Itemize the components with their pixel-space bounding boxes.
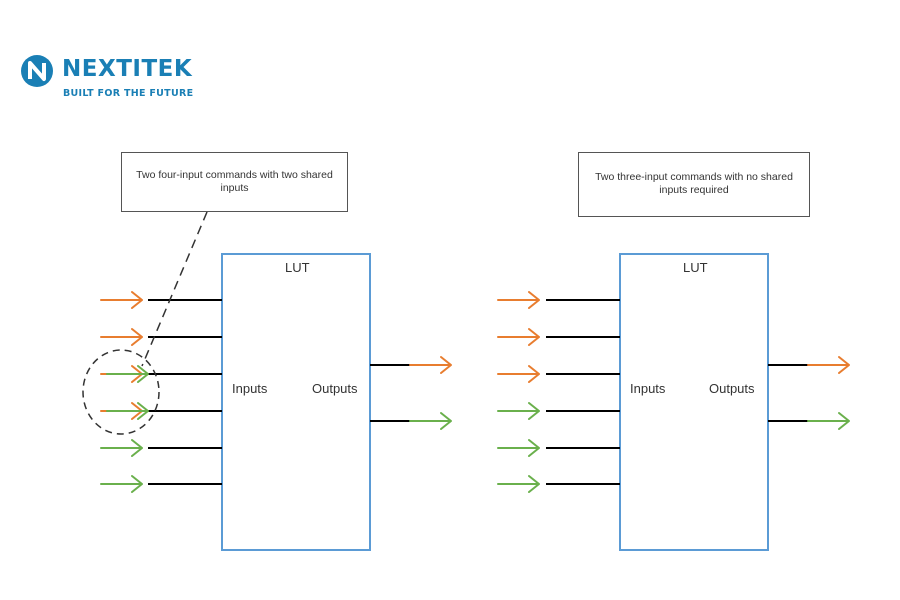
callout-leader-line xyxy=(141,211,208,367)
left-inputs-label: Inputs xyxy=(232,381,268,396)
output-arrow-green xyxy=(807,412,850,430)
output-arrow-orange xyxy=(807,356,850,374)
right-outputs-label: Outputs xyxy=(709,381,755,396)
input-arrow-orange xyxy=(497,365,540,383)
lut-box xyxy=(619,253,769,551)
left-lut-title: LUT xyxy=(285,260,310,275)
logo-wordmark: NEXTITEK xyxy=(62,56,193,82)
input-arrow-orange xyxy=(497,328,540,346)
right-inputs-label: Inputs xyxy=(630,381,666,396)
shared-inputs-highlight xyxy=(82,349,160,435)
lut-box xyxy=(221,253,371,551)
input-arrow-orange xyxy=(100,291,143,309)
output-arrow-green xyxy=(409,412,452,430)
shared-input-arrow-green xyxy=(106,365,149,383)
right-lut-title: LUT xyxy=(683,260,708,275)
right-callout: Two three-input commands with no shared … xyxy=(578,152,810,217)
input-arrow-green xyxy=(100,475,143,493)
logo-tagline: BUILT FOR THE FUTURE xyxy=(63,88,194,99)
input-arrow-green xyxy=(100,439,143,457)
nextitek-n-icon xyxy=(21,55,53,87)
input-arrow-green xyxy=(497,439,540,457)
shared-input-arrow-green xyxy=(106,402,149,420)
left-callout: Two four-input commands with two shared … xyxy=(121,152,348,212)
input-arrow-orange xyxy=(100,328,143,346)
nextitek-logo: NEXTITEK BUILT FOR THE FUTURE xyxy=(20,52,220,102)
left-lut-diagram xyxy=(82,211,452,551)
input-arrow-green xyxy=(497,402,540,420)
input-arrow-green xyxy=(497,475,540,493)
output-arrow-orange xyxy=(409,356,452,374)
left-outputs-label: Outputs xyxy=(312,381,358,396)
input-arrow-orange xyxy=(497,291,540,309)
right-lut-diagram xyxy=(497,253,850,551)
